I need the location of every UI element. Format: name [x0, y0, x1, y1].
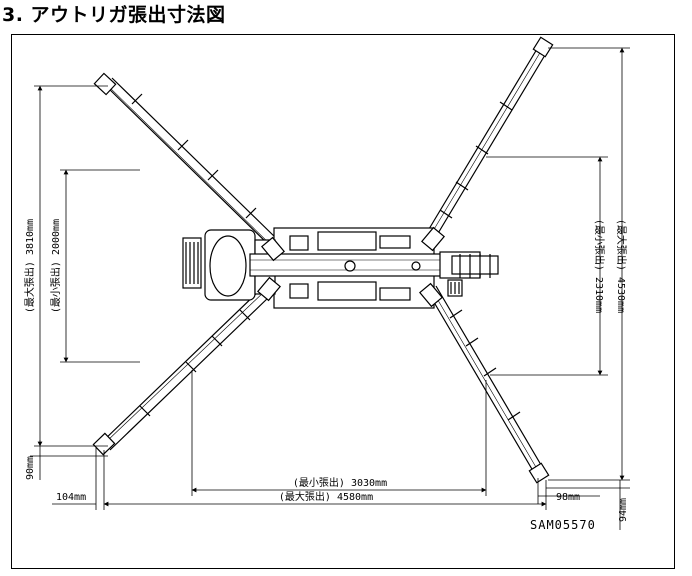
outrigger-arm-top-left	[93, 72, 279, 249]
outrigger-arm-bottom-right	[427, 285, 550, 484]
bottom-min-outreach-label: (最小張出) 3030mm	[293, 476, 387, 489]
drawing-frame	[11, 34, 675, 569]
right-max-outreach-label: (最大張出) 4530mm	[615, 219, 628, 313]
left-horizontal-offset-label: 104mm	[56, 492, 86, 503]
outrigger-arm-bottom-left	[92, 287, 271, 456]
machine-body	[182, 226, 499, 309]
right-horizontal-offset-label: 98mm	[556, 492, 580, 503]
left-max-outreach-label: (最大張出) 3810mm	[23, 219, 36, 313]
right-min-outreach-label: (最小張出) 2310mm	[593, 219, 606, 313]
bottom-max-outreach-label: (最大張出) 4580mm	[279, 490, 373, 503]
outrigger-arm-top-right	[425, 36, 554, 241]
left-min-outreach-label: (最小張出) 2000mm	[49, 219, 62, 313]
drawing-code: SAM05570	[530, 518, 596, 532]
page-title: 3. アウトリガ張出寸法図	[2, 4, 226, 26]
right-vertical-offset-label: 94mm	[618, 498, 629, 522]
dimension-lines	[30, 47, 630, 530]
left-vertical-offset-label: 90mm	[25, 456, 36, 480]
